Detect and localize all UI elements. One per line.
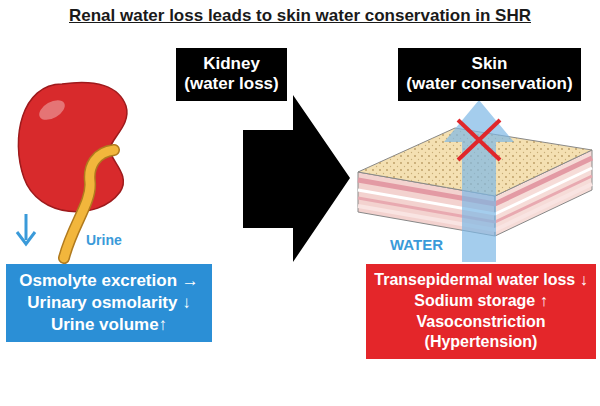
node-text: Urinary osmolarity ↓ [12,292,206,314]
node-text: Osmolyte excretion → [12,270,206,292]
kidney-highlight [36,96,68,124]
effect-box: Osmolyte excretion →Urinary osmolarity ↓… [6,264,212,342]
water-label: WATER [390,236,443,253]
node-text: Urine volume↑ [12,314,206,336]
water-arrow [444,100,514,262]
node-text: (water loss) [182,74,281,94]
node-text: (Hypertension) [372,332,590,353]
node-text: Transepidermal water loss ↓ [372,270,590,291]
node-text: Skin [404,54,575,74]
title: Renal water loss leads to skin water con… [69,6,531,26]
node-text: Sodium storage ↑ [372,291,590,312]
node-text: (water conservation) [404,74,575,94]
node-text: Vasoconstriction [372,312,590,333]
organ-header: Skin(water conservation) [398,48,581,101]
urine-arrow [25,214,28,240]
urine-label: Urine [86,232,122,248]
urine-arrowhead [17,232,35,244]
big-arrow [243,95,350,262]
effect-box: Transepidermal water loss ↓Sodium storag… [366,264,596,359]
node-text: Kidney [182,54,281,74]
organ-header: Kidney(water loss) [176,48,287,101]
block-cross [458,120,500,160]
block-cross [458,120,500,160]
